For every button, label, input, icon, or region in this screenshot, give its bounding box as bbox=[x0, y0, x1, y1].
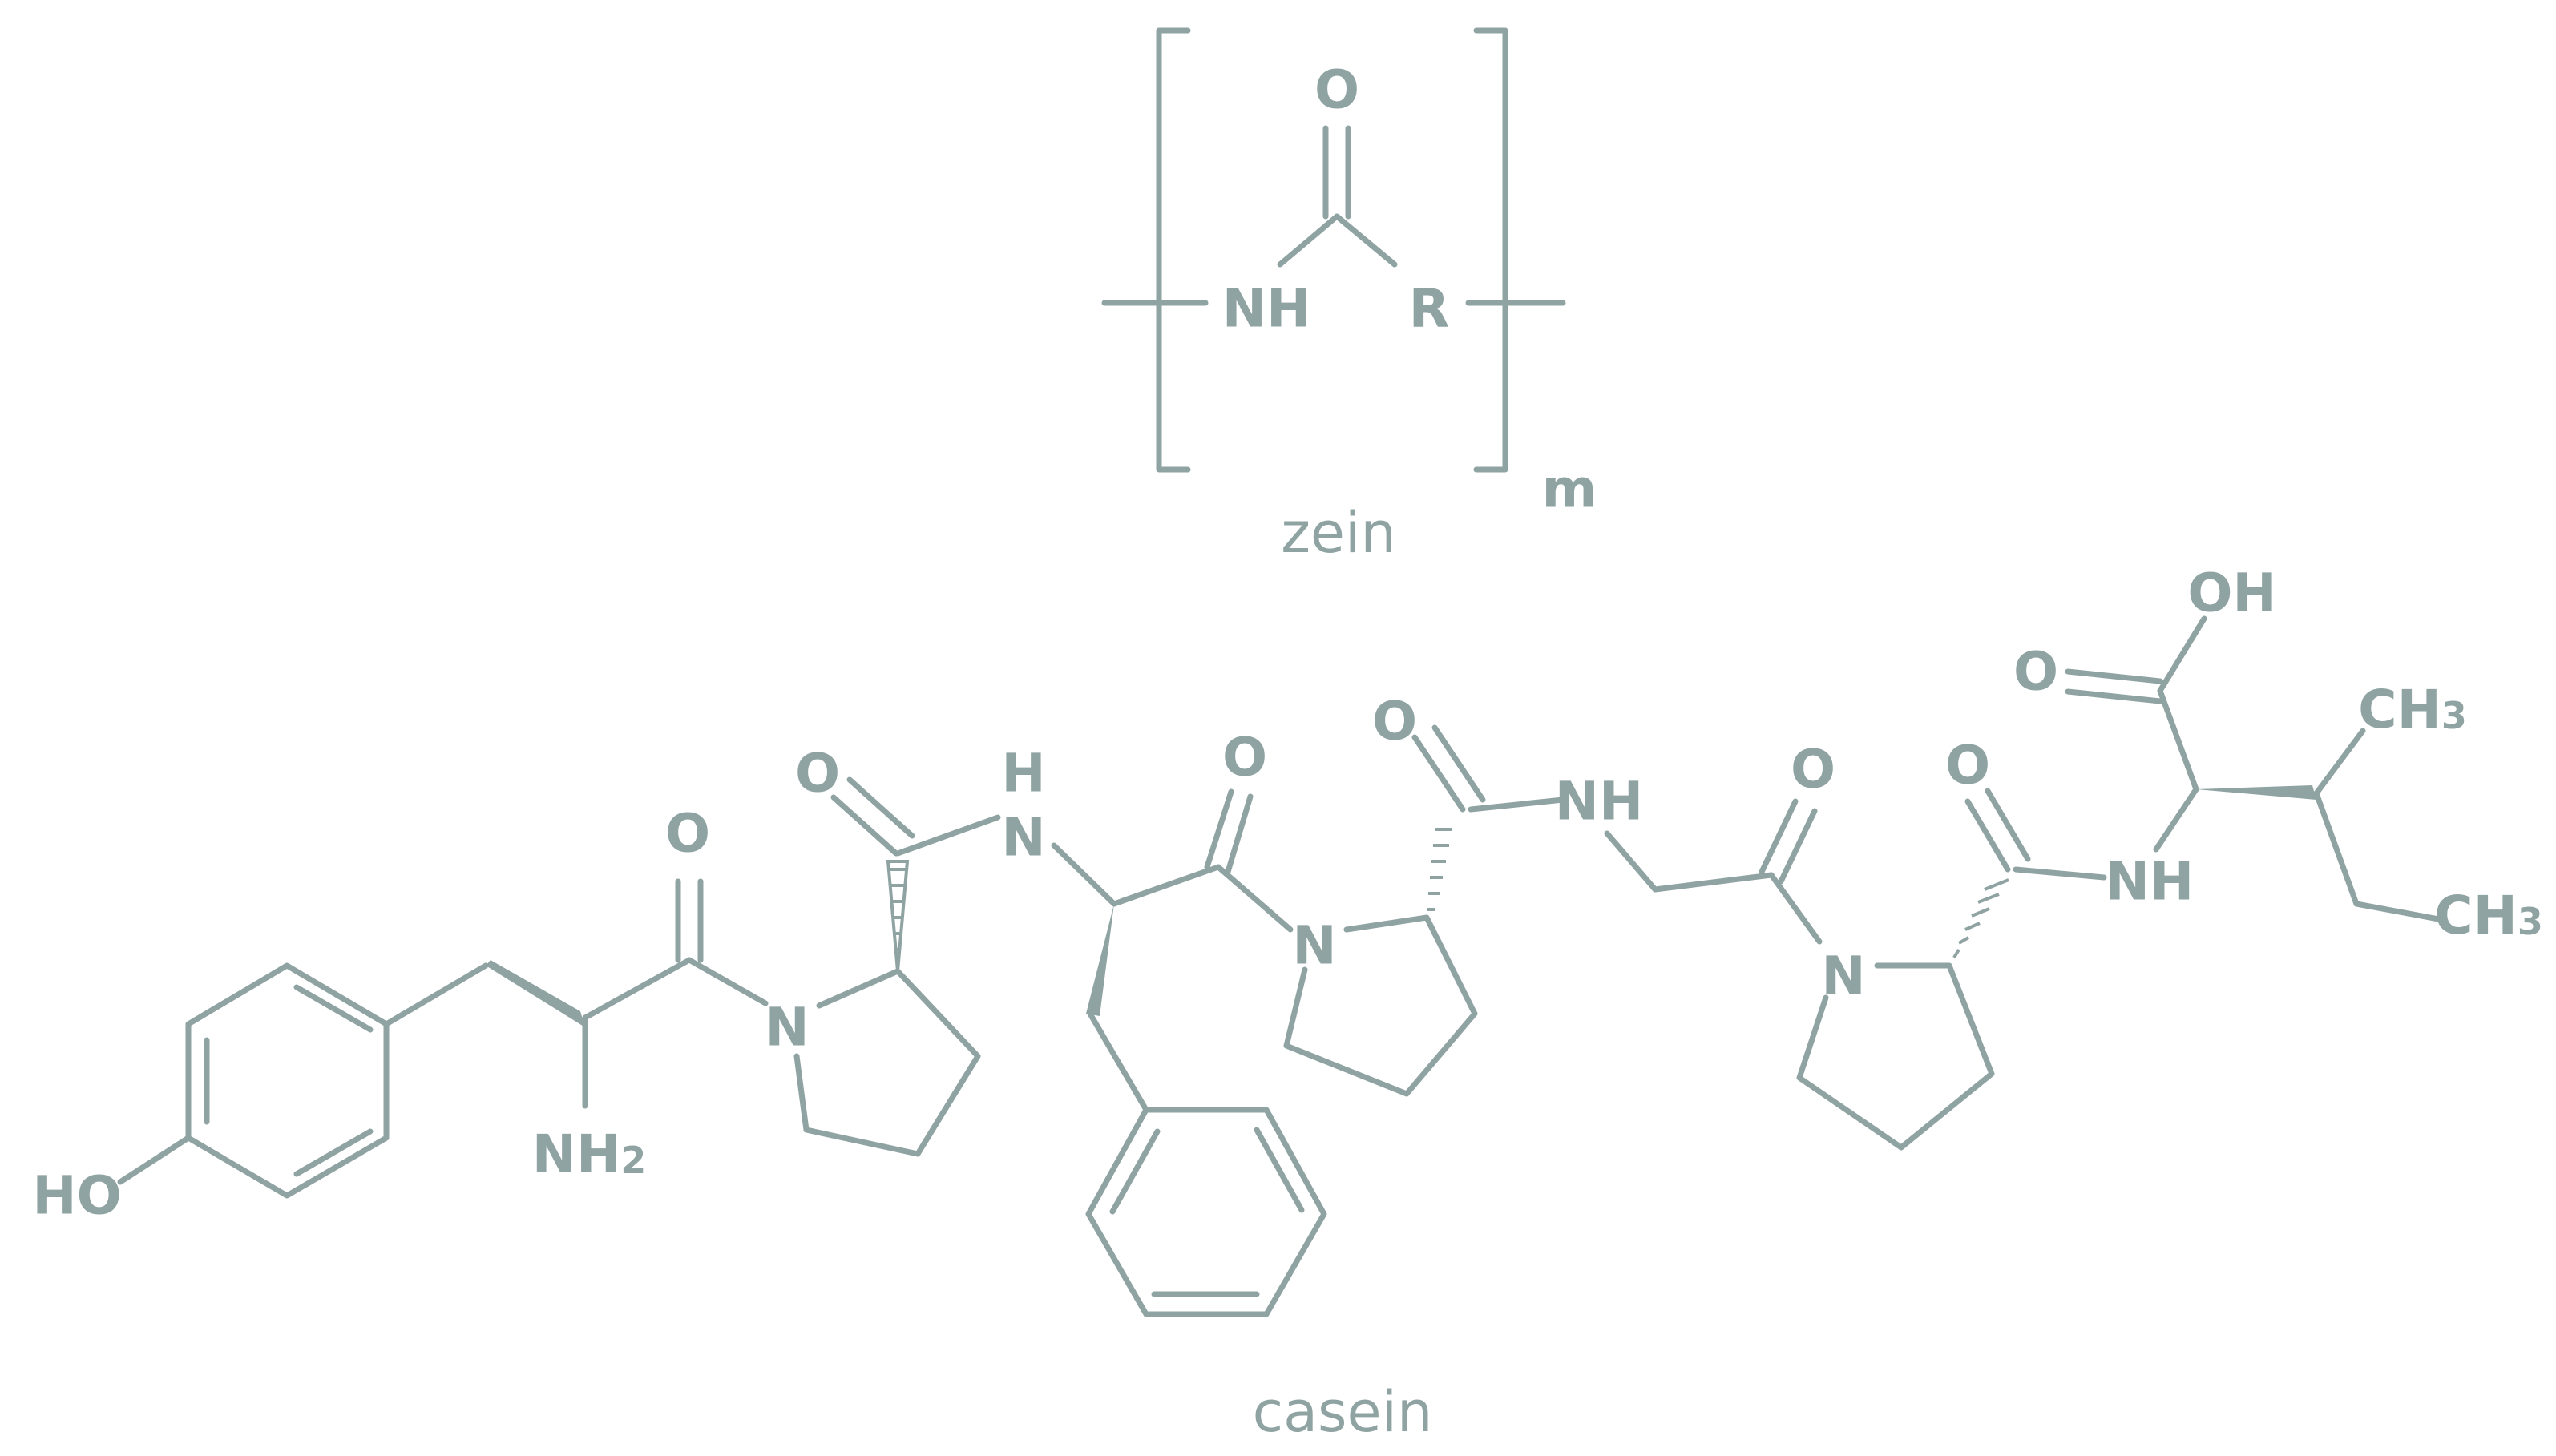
oxygen-4: O bbox=[1372, 691, 1417, 752]
cooh-double-b bbox=[2065, 688, 2163, 704]
zein-oxygen: O bbox=[1314, 59, 1359, 121]
nitrogen-2: N bbox=[1292, 915, 1336, 977]
c4-double-b bbox=[1431, 724, 1486, 803]
zein-caption: zein bbox=[1281, 500, 1396, 566]
casein-structure: HO NH2 O N O H N bbox=[32, 563, 2543, 1446]
zein-nh: NH bbox=[1222, 278, 1310, 340]
bond-c6-nh bbox=[2013, 866, 2107, 881]
amide-h: H bbox=[1001, 743, 1045, 805]
c6-double-b bbox=[1985, 788, 2031, 862]
bond-nh-ch2-gly bbox=[1604, 830, 1658, 893]
amine-label: NH2 bbox=[532, 1123, 647, 1185]
methyl-2: CH3 bbox=[2434, 885, 2543, 946]
right-bracket bbox=[1473, 27, 1508, 473]
amide-n-1: N bbox=[1001, 807, 1045, 869]
c4-double-a bbox=[1411, 734, 1466, 813]
bond-n-calpha-phe bbox=[1051, 842, 1117, 907]
zein-r: R bbox=[1409, 278, 1450, 340]
hash-lines-pro3 bbox=[1952, 878, 2009, 959]
cooh-double-a bbox=[2065, 668, 2163, 684]
proline-ring-2 bbox=[1283, 914, 1478, 1097]
bond-calpha-c3 bbox=[1111, 864, 1221, 907]
bond-ring-ch2 bbox=[383, 962, 489, 1027]
oxygen-1: O bbox=[665, 803, 710, 865]
acid-oxygen: O bbox=[2013, 641, 2058, 703]
oxygen-5: O bbox=[1791, 739, 1835, 801]
phenyl-ring bbox=[1085, 1107, 1327, 1317]
hash-lines-pro1 bbox=[890, 868, 906, 951]
c3-double-b bbox=[1225, 793, 1254, 875]
tyrosine-ring bbox=[185, 962, 390, 1199]
bond-c5-n3 bbox=[1768, 872, 1823, 945]
hydroxyl-label: HO bbox=[32, 1165, 121, 1227]
oxygen-6: O bbox=[1945, 735, 1990, 797]
nitrogen-3: N bbox=[1821, 946, 1865, 1007]
bond-c4-nh bbox=[1468, 797, 1566, 813]
oxygen-2: O bbox=[795, 743, 840, 805]
c5-double-b bbox=[1778, 808, 1818, 885]
bond-gly-c5 bbox=[1652, 872, 1775, 893]
zein-bond-c-r bbox=[1334, 213, 1398, 268]
c3-double-a bbox=[1204, 788, 1234, 870]
bond-c2-n bbox=[894, 814, 1001, 857]
zein-repeat-subscript: m bbox=[1542, 458, 1597, 520]
casein-caption: casein bbox=[1253, 1379, 1433, 1445]
nitrogen-1: N bbox=[765, 997, 809, 1059]
zein-structure: O NH R m zein bbox=[1101, 27, 1597, 566]
bond-ring-oh bbox=[117, 1135, 192, 1185]
wedge-tyr bbox=[486, 960, 585, 1027]
c5-double-a bbox=[1759, 798, 1799, 875]
bond-ch2-ch3 bbox=[2353, 901, 2446, 923]
bond-c-oh bbox=[2157, 615, 2207, 694]
left-bracket bbox=[1156, 27, 1191, 473]
acid-hydroxyl: OH bbox=[2187, 563, 2276, 624]
bond-ch2-ring bbox=[1087, 1010, 1149, 1113]
c2-double-b bbox=[846, 776, 915, 839]
amide-nh-2: NH bbox=[1555, 771, 1643, 833]
bond-calpha-cooh bbox=[2157, 688, 2199, 793]
bond-cbeta-ch3 bbox=[2313, 728, 2366, 797]
proline-ring-3 bbox=[1796, 962, 1995, 1151]
methyl-1: CH3 bbox=[2358, 679, 2467, 740]
proline-ring-1 bbox=[793, 968, 981, 1157]
wedge-ile bbox=[2196, 785, 2316, 800]
c6-double-a bbox=[1964, 798, 2011, 873]
oxygen-3: O bbox=[1222, 727, 1267, 788]
bond-nh-calpha-ile bbox=[2153, 786, 2199, 853]
bond-cbeta-ch2 bbox=[2313, 790, 2360, 907]
bond-calpha-c1 bbox=[582, 957, 693, 1021]
wedge-phe bbox=[1086, 904, 1114, 1016]
hash-lines-pro2 bbox=[1427, 828, 1452, 911]
zein-bond-nh-c bbox=[1277, 213, 1340, 268]
bond-c3-n2 bbox=[1215, 864, 1294, 933]
c2-double-a bbox=[830, 794, 899, 857]
amide-nh-3: NH bbox=[2106, 851, 2194, 913]
bond-c1-n1 bbox=[686, 957, 769, 1006]
